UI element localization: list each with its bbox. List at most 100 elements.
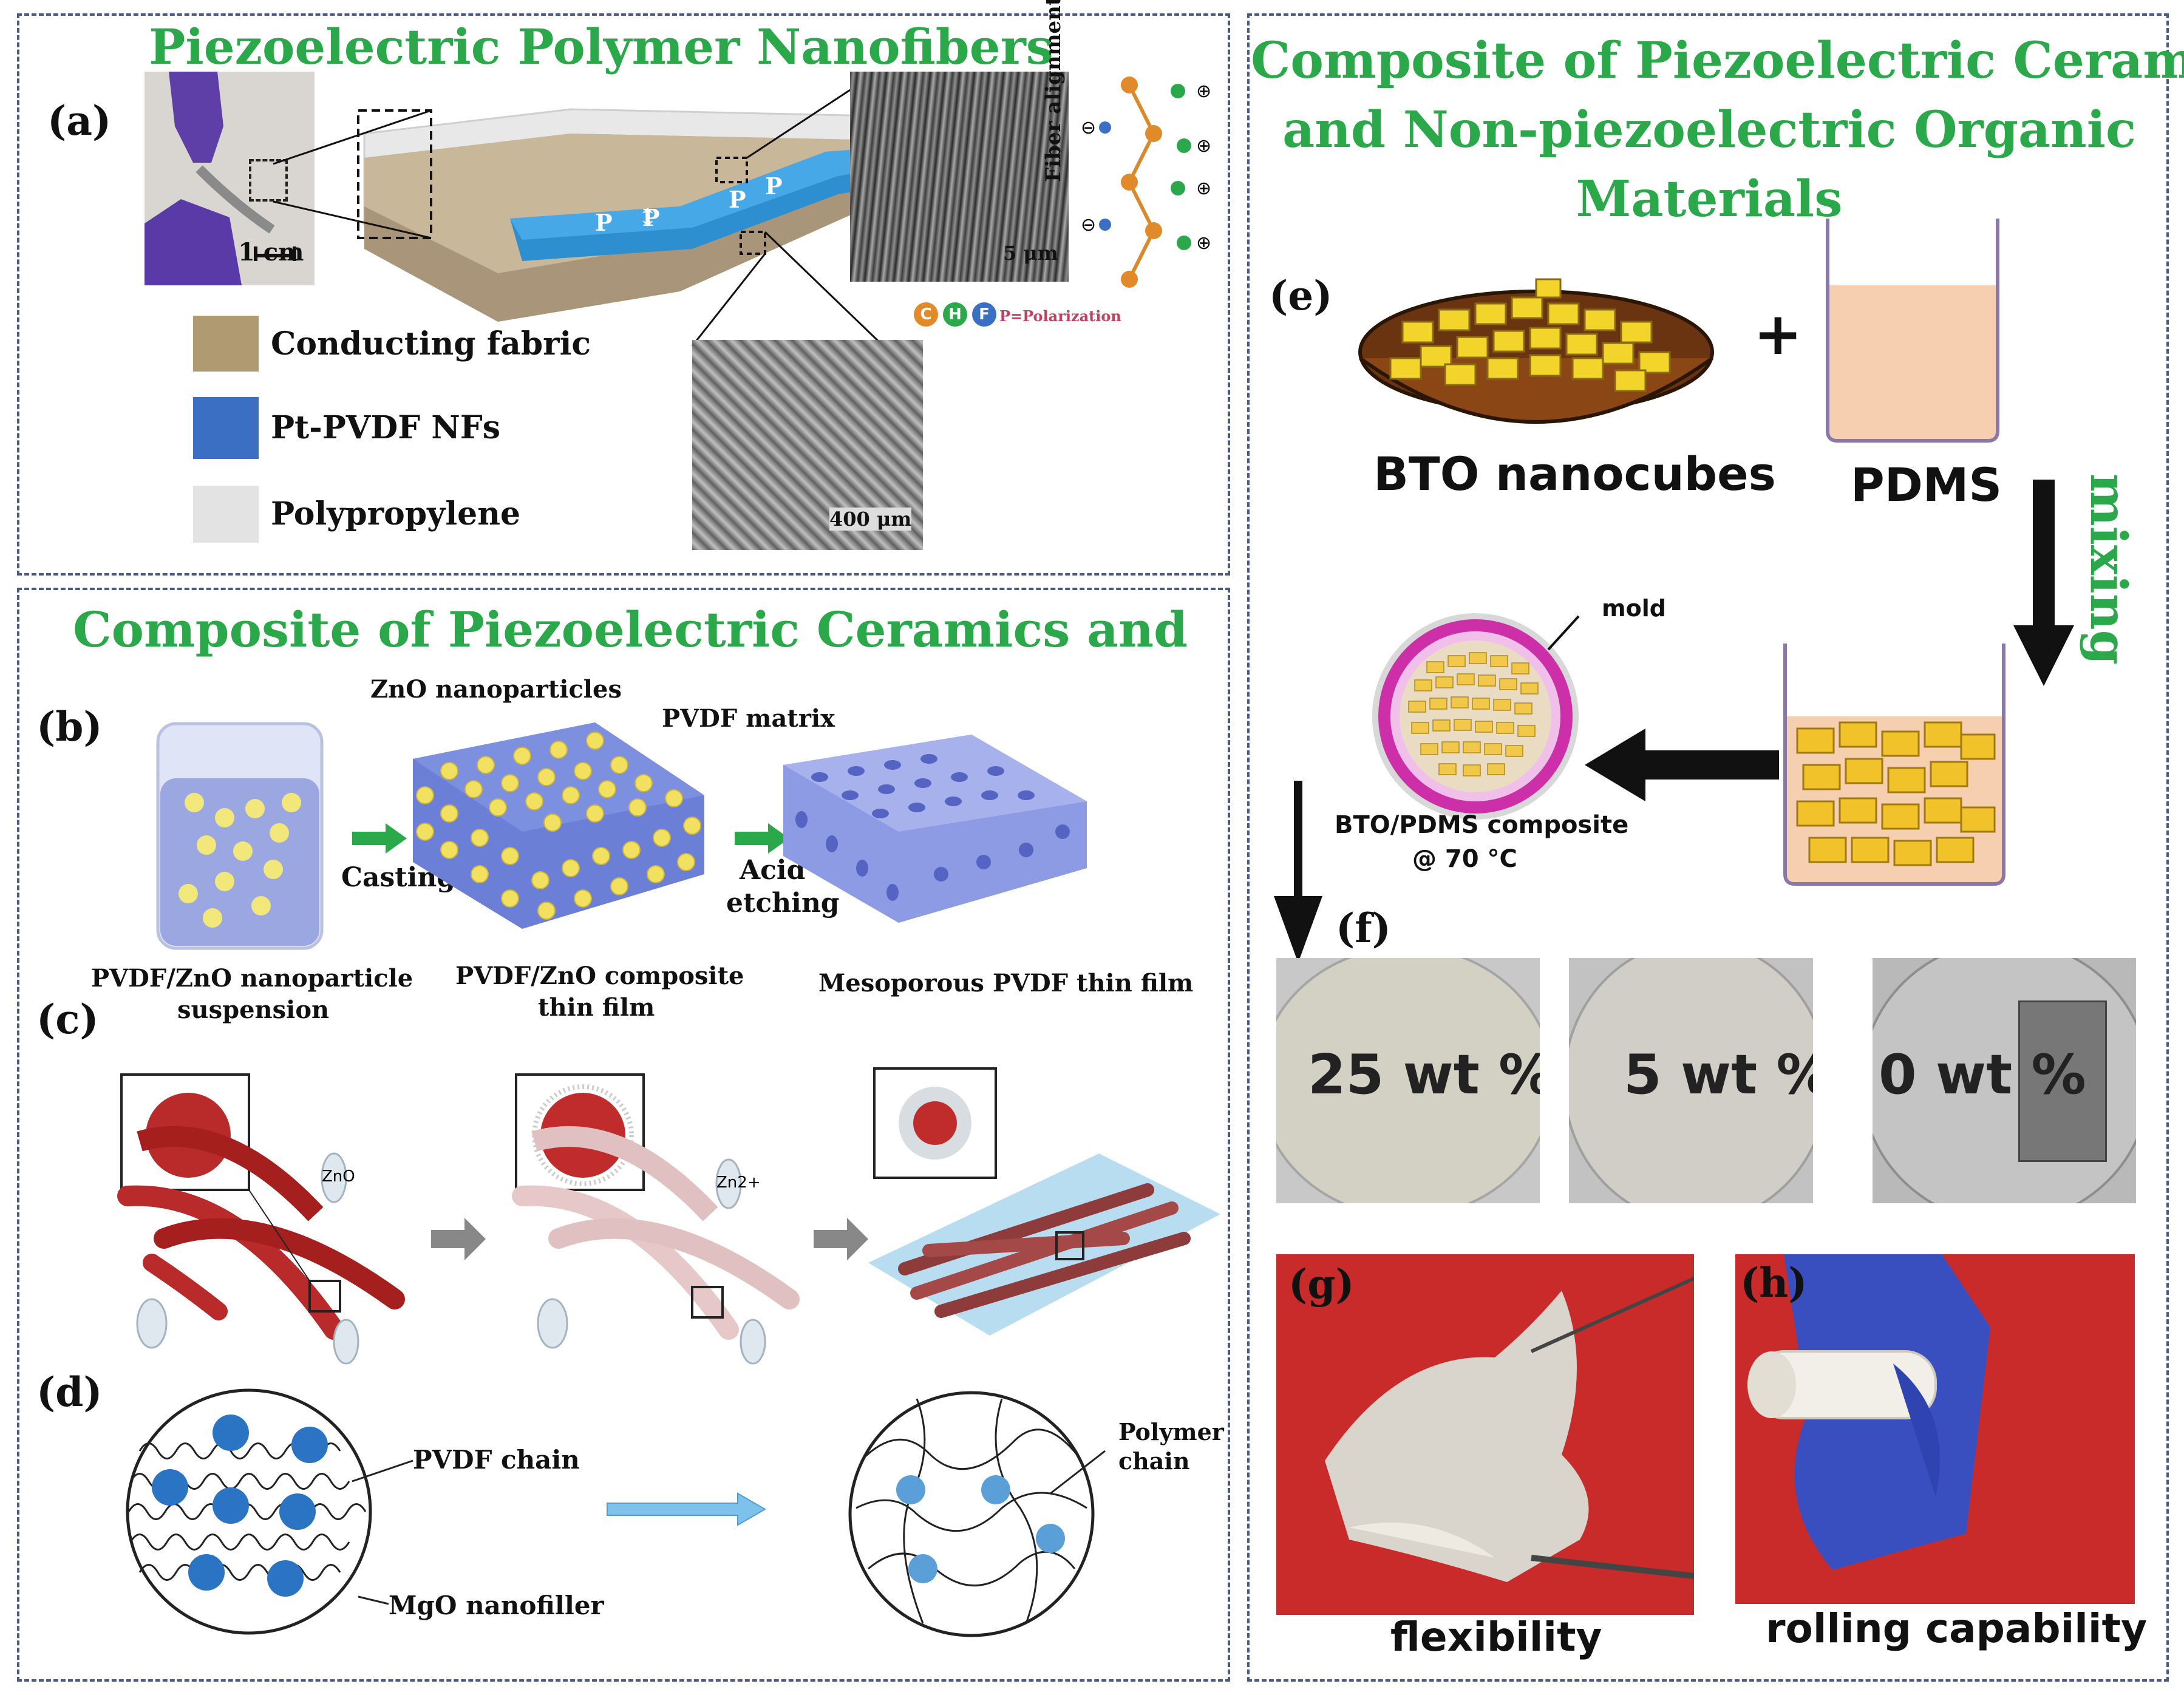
scale-5um: 5 μm: [1003, 242, 1058, 265]
right-title-2: and Non-piezoelectric Organic: [1282, 101, 2136, 159]
panel-d-label: (d): [36, 1368, 103, 1416]
zn-tag-1: Zn2+: [716, 1174, 761, 1192]
beaker-suspension: [156, 722, 324, 950]
panel-bcd-title: Composite of Piezoelectric Ceramics and: [73, 601, 1188, 658]
zno-tag-1: ZnO: [322, 1167, 355, 1186]
legend-swatch-polypropylene: [193, 486, 259, 543]
arrow-grey-2: [814, 1218, 868, 1260]
polarization-label: P=Polarization: [999, 307, 1121, 325]
pvdf-chain-diagram: [126, 1388, 372, 1635]
fiber-alignment-label: Fiber alignment: [1041, 0, 1066, 182]
arrow-to-mold: [1585, 729, 1779, 801]
scale-1cm: 1 cm: [238, 238, 304, 267]
nanofiber-step-2: Zn2+: [512, 1073, 800, 1365]
legend-swatch-conducting-fabric: [193, 316, 259, 372]
mesoporous-film: [783, 735, 1087, 923]
temperature-label: @ 70 °C: [1412, 845, 1517, 873]
right-title-1: Composite of Piezoelectric Ceramics: [1251, 32, 2184, 90]
panel-g-label: (g): [1288, 1260, 1355, 1308]
panel-f-label: (f): [1336, 905, 1391, 952]
zno-nanoparticles-label: ZnO nanoparticles: [370, 675, 622, 704]
nanofiber-step-1: ZnO: [117, 1073, 405, 1365]
atom-c-icon: C: [914, 302, 938, 327]
svg-text:↕: ↕: [638, 203, 658, 232]
scale-400um: 400 μm: [829, 508, 912, 531]
pvdf-chain-label: PVDF chain: [413, 1445, 580, 1475]
nanofiber-step-3: [868, 1067, 1220, 1336]
pvdf-matrix-label: PVDF matrix: [662, 704, 835, 733]
plus-sign: +: [1754, 300, 1803, 368]
polymer-label-1: Polymer: [1118, 1418, 1224, 1445]
pdms-beaker: [1826, 219, 1999, 443]
svg-text:⊖: ⊖: [1081, 117, 1096, 138]
polymer-chain-diagram: [848, 1391, 1095, 1637]
legend-label-pt-pvdf: Pt-PVDF NFs: [271, 409, 500, 446]
zoom-box-small: [249, 159, 288, 202]
panel-bcd-frame: [17, 588, 1230, 1682]
mixing-arrow: [2013, 480, 2074, 686]
atom-h-icon: H: [943, 302, 967, 327]
composite-beaker: [1783, 644, 2005, 886]
film-5wt-photo: 5 wt %: [1569, 958, 1813, 1203]
svg-text:⊕: ⊕: [1196, 81, 1211, 102]
composite-film: [413, 722, 704, 929]
bto-nanocubes-label: BTO nanocubes: [1373, 447, 1776, 501]
composite-label-1: PVDF/ZnO composite: [455, 962, 744, 990]
etching-label: etching: [726, 888, 840, 919]
mold-label: mold: [1602, 595, 1666, 622]
legend-label-conducting-fabric: Conducting fabric: [271, 325, 591, 362]
pvdf-molecule: ⊕ ⊕ ⊕ ⊕ ⊖ ⊖: [1081, 76, 1211, 288]
p-mark-3: P: [765, 172, 783, 200]
legend-label-polypropylene: Polypropylene: [271, 495, 521, 532]
arrow-acid-etching: [735, 823, 789, 854]
film-5wt-disc: [1569, 958, 1813, 1203]
pointer-line-polymer: [1050, 1450, 1106, 1495]
sem-fibers-image: [850, 72, 1069, 282]
panel-right-frame: [1247, 13, 2169, 1682]
panel-h-label: (h): [1740, 1259, 1808, 1306]
mgo-nanofiller-label: MgO nanofiller: [389, 1591, 604, 1620]
wt-25-label: 25 wt %: [1308, 1043, 1540, 1107]
wt-0-label: 0 wt %: [1879, 1043, 2086, 1107]
pdms-label: PDMS: [1851, 458, 2002, 512]
film-25wt-disc: [1276, 958, 1540, 1203]
arrow-down-to-f: [1274, 781, 1322, 963]
panel-b-label: (b): [36, 703, 103, 750]
panel-a-frame: [17, 13, 1230, 576]
mesoporous-label: Mesoporous PVDF thin film: [818, 969, 1194, 997]
flexibility-photo: (g): [1276, 1254, 1694, 1615]
panel-c-label: (c): [36, 996, 99, 1043]
rolling-label: rolling capability: [1766, 1605, 2148, 1652]
mixing-label: mixing: [2079, 474, 2137, 665]
polymer-label-2: chain: [1118, 1447, 1190, 1475]
pointer-lines-d: [352, 1459, 413, 1605]
panel-a-title: Piezoelectric Polymer Nanofibers: [149, 18, 1053, 75]
rolling-photo: (h): [1735, 1254, 2135, 1604]
bto-pdms-composite-label: BTO/PDMS composite: [1335, 811, 1629, 839]
wt-5-label: 5 wt %: [1624, 1043, 1813, 1107]
film-25wt-photo: 25 wt %: [1276, 958, 1540, 1203]
p-mark-2: P: [729, 186, 746, 213]
svg-text:⊕: ⊕: [1196, 178, 1211, 199]
arrow-blue: [607, 1492, 766, 1526]
p-mark-1: P: [642, 204, 660, 231]
p-mark-4: P: [595, 209, 613, 236]
composite-label-2: thin film: [538, 993, 655, 1022]
mold-dish: [1372, 613, 1580, 820]
suspension-label-1: PVDF/ZnO nanoparticle: [91, 964, 413, 993]
arrow-casting: [352, 823, 407, 854]
bto-nanocubes-bowl: [1358, 278, 1714, 424]
suspension-label-2: suspension: [177, 996, 330, 1024]
arrow-grey-1: [431, 1218, 486, 1260]
panel-e-label: (e): [1269, 272, 1333, 319]
svg-text:⊕: ⊕: [1196, 135, 1211, 157]
film-0wt-photo: 0 wt %: [1873, 958, 2136, 1203]
svg-text:⊕: ⊕: [1196, 233, 1211, 254]
film-0wt-background-shelf: [2018, 1000, 2107, 1162]
flexibility-label: flexibility: [1390, 1614, 1602, 1660]
right-title-3: Materials: [1576, 170, 1843, 228]
atom-f-icon: F: [972, 302, 996, 327]
panel-a-label: (a): [47, 97, 112, 144]
svg-text:⊖: ⊖: [1081, 214, 1096, 236]
legend-swatch-pt-pvdf: [193, 397, 259, 459]
